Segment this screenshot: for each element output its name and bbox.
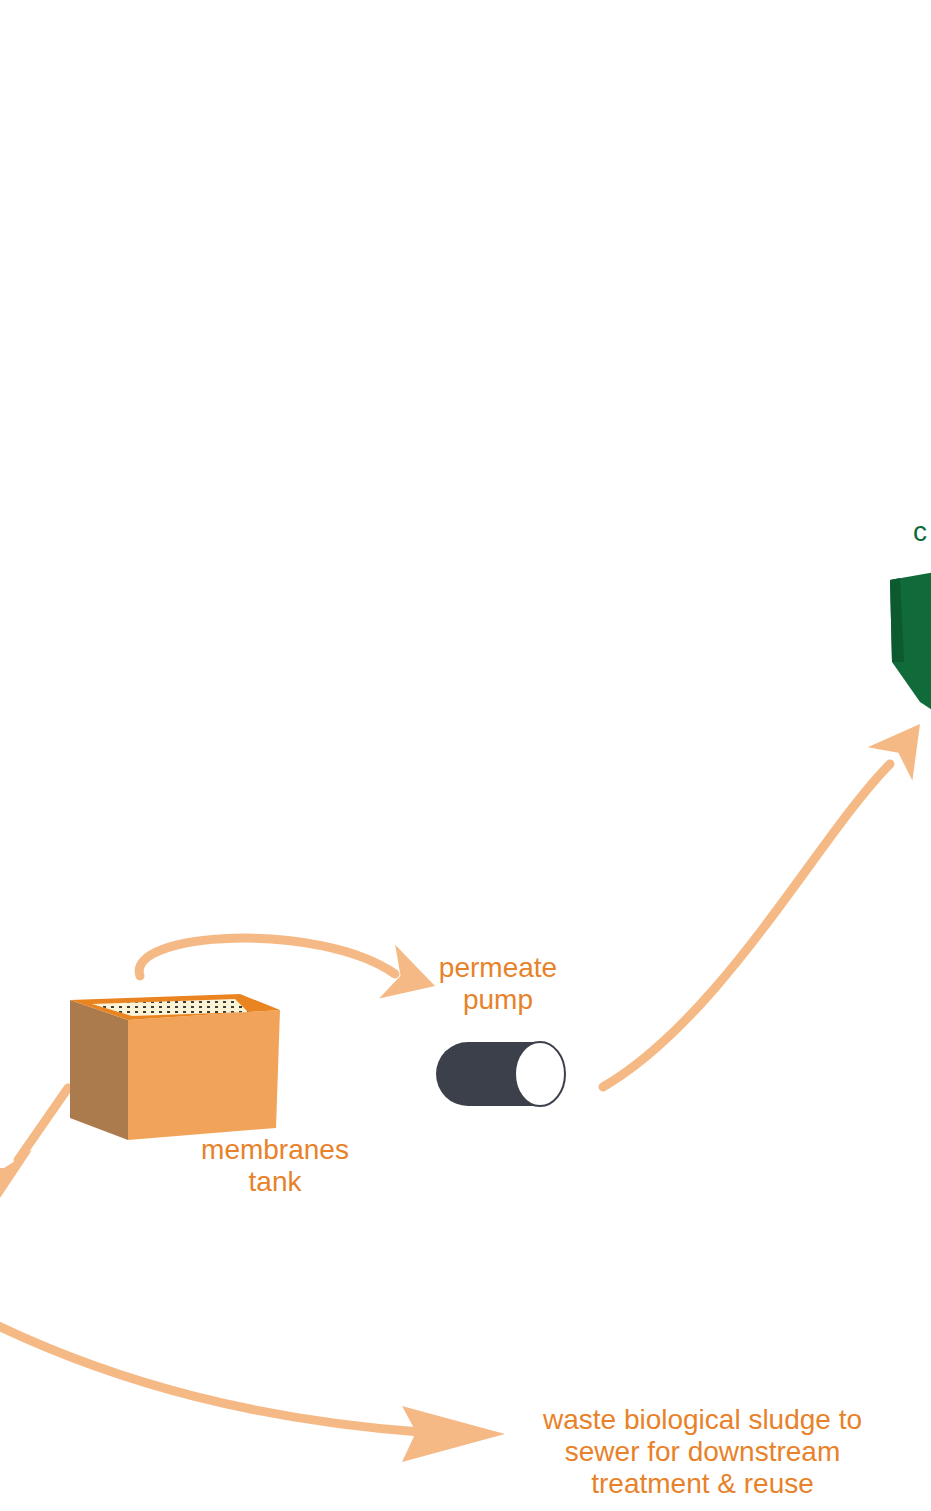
note-label: waste biological sludge to sewer for dow…	[505, 1404, 900, 1500]
waste-arrow	[0, 1322, 420, 1432]
node-label: c	[913, 516, 931, 548]
pump: permeate pump	[428, 950, 568, 1115]
node-label: membranes tank	[190, 1134, 360, 1198]
arrowhead	[0, 1150, 32, 1198]
arrowhead	[402, 1406, 505, 1462]
node-shape	[70, 1000, 280, 1140]
outflow-arrow	[18, 1088, 68, 1160]
tank: membranes tank	[70, 1000, 280, 1140]
green-tank: c	[890, 512, 931, 702]
flow-connector	[603, 724, 920, 1087]
node-label: permeate pump	[423, 952, 573, 1016]
flow-connector	[139, 938, 435, 998]
